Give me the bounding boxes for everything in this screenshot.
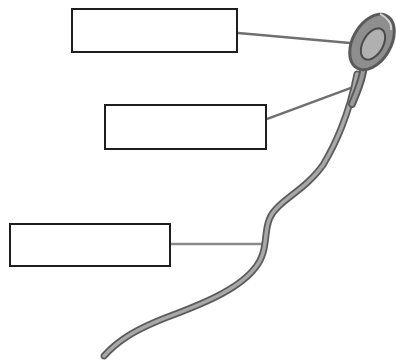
sperm-tail bbox=[100, 70, 361, 360]
leader-line-head bbox=[237, 31, 351, 45]
label-box-head[interactable] bbox=[71, 8, 238, 53]
leader-line-midpiece bbox=[266, 84, 357, 121]
label-box-tail[interactable] bbox=[9, 223, 171, 267]
label-box-midpiece[interactable] bbox=[104, 104, 267, 150]
sperm-head bbox=[348, 12, 396, 72]
sperm-nucleus bbox=[359, 27, 387, 61]
